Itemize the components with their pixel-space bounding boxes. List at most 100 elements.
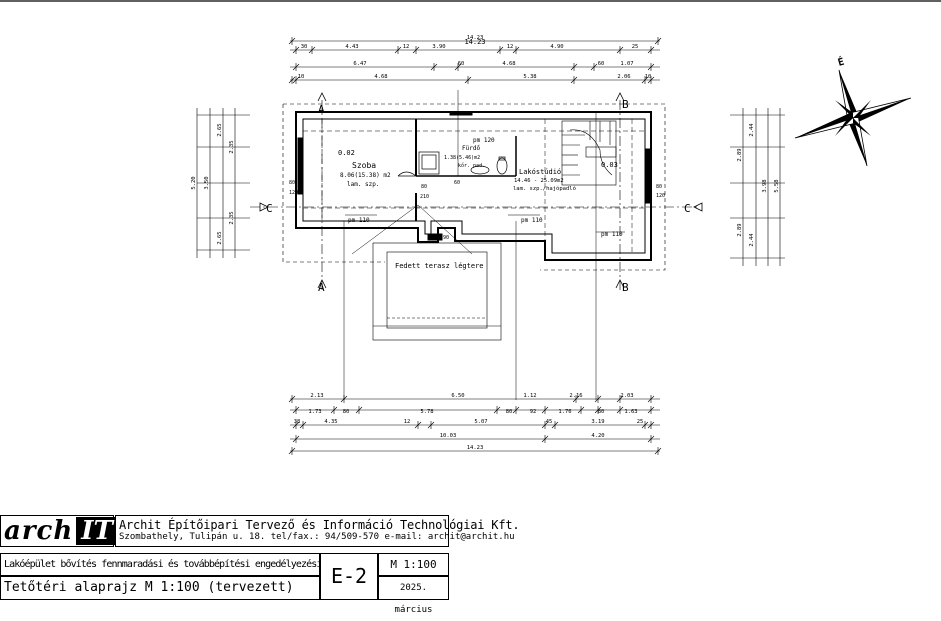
dim-left: 5.20 [191,176,197,189]
company-name: Archit Építőipari Tervező és Információ … [119,518,520,532]
dim-top-r1: 4.43 [345,44,358,50]
drawing-title: Tetőtéri alaprajz M 1:100 (tervezett) [0,576,320,600]
dim-bottom-r3: 3.19 [591,419,604,425]
dim-top-r1: 25 [632,44,639,50]
dim-bottom-r2: 80 [343,409,350,415]
room-name-furdo: Fürdő [462,145,480,152]
section-mark-b-top: B [622,98,629,111]
staircase [561,120,617,186]
dim-bottom-r3: 25 [637,419,644,425]
bathroom-fixtures [397,151,508,177]
dim-bottom-r2: 1.63 [624,409,637,415]
floor-plan: É 14.23 A A B B C C 0.02 0.03 Szoba 8.06… [0,0,941,455]
dim-right: 5.58 [774,179,780,192]
dim-top-r1: 3.90 [432,44,445,50]
room-area-szoba: 8.06(15.38) m2 [340,172,391,179]
dim-bottom-r1: 2.13 [310,393,323,399]
height-2: pm 110 [521,217,543,224]
opening-3: 80 [421,184,427,190]
room-num-1: 0.02 [338,149,355,157]
dim-bottom-r3: 38 [294,419,301,425]
dim-bottom-r3: 4.35 [324,419,337,425]
company-address: Szombathely, Tulipán u. 18. tel/fax.: 94… [119,532,515,542]
north-arrow: É [794,55,912,167]
dim-bottom-r2: 1.76 [558,409,571,415]
dim-top-r1: 12 [507,44,514,50]
opening-2: 80 [656,184,662,190]
room-floor-szoba: lam. szp. [347,181,380,188]
dim-top-r3: 10 [298,74,305,80]
room-num-2: 0.03 [601,161,618,169]
drawing-date: 2025. március [378,576,449,615]
dim-right: 2.44 [749,123,755,137]
dim-bottom-r2: 80 [506,409,513,415]
walls [295,111,652,261]
project-title: Lakóépület bővítés fennmaradási és továb… [0,553,320,576]
dim-left: 2.35 [229,211,235,224]
opening-9: 60 [454,180,460,186]
opening-5: 120 [656,193,665,199]
dim-top-total: 14.23 [464,38,485,46]
dim-bottom-total: 14.23 [467,445,484,451]
left-dimensions [196,108,250,258]
room-name-szoba: Szoba [352,161,376,170]
dim-right: 2.89 [737,148,743,161]
opening-8: 90 [443,235,449,241]
dim-bottom-r1: 2.16 [569,393,582,399]
dim-bottom-r1: 2.03 [620,393,633,399]
room-area-lakostudio: 14.46 - 25.09m2 [514,178,564,184]
dim-top-r1: 30 [301,44,308,50]
dim-bottom-r3: 12 [404,419,411,425]
opening-6: 120 [289,190,298,196]
top-dimensions [288,37,662,84]
dim-top-r3: 10 [645,74,652,80]
dim-bottom-r1: 1.12 [523,393,536,399]
dim-bottom-r2: 5.78 [420,409,433,415]
dim-top-r1: 4.90 [550,44,563,50]
dim-right: 2.89 [737,223,743,236]
opening-4: 80 [435,235,441,241]
section-mark-b-bottom: B [622,281,629,294]
dim-top-r1: 12 [403,44,410,50]
right-dimensions [730,108,785,266]
dim-top-r3: 2.06 [617,74,630,80]
dim-top-total-label: 14.23 [467,35,484,41]
room-name-lakostudio: Lakóstúdió [519,168,561,176]
logo-text: arch [4,516,74,546]
dim-top-r2: 60 [598,61,605,67]
dim-bottom-r1: 6.50 [451,393,464,399]
dim-bottom-r4: 4.20 [591,433,604,439]
height-4: pm 120 [473,137,495,144]
dim-right: 2.44 [749,233,755,247]
dim-left: 2.65 [217,231,223,244]
leader-lines [343,90,625,400]
section-markers [259,92,703,289]
opening-7: 210 [420,194,429,200]
dim-left: 3.50 [204,176,210,189]
height-3: pm 110 [601,231,623,238]
dim-left: 2.65 [217,123,223,136]
bottom-dimensions [288,395,662,455]
room-name-terasz: Fedett terasz légtere [395,262,484,270]
opening-1: 80 [289,180,295,186]
section-mark-c-left: C [266,202,273,215]
dim-left: 2.35 [229,140,235,153]
logo-badge: IT [76,517,118,545]
dim-top-r2: 1.07 [620,61,633,67]
dim-bottom-r2: 80 [598,409,605,415]
dim-bottom-r2: 92 [530,409,537,415]
room-area-furdo: 1.38(5.46)m2 [444,155,480,161]
dim-right: 3.98 [762,179,768,192]
plan-text: 14.23 A A B B C C 0.02 0.03 Szoba 8.06(1… [266,38,691,294]
drawing-sheet: É 14.23 A A B B C C 0.02 0.03 Szoba 8.06… [0,0,941,455]
section-mark-c-right: C [684,202,691,215]
dim-top-r3: 4.68 [374,74,387,80]
drawing-scale: M 1:100 [378,553,449,576]
roof-outline [282,103,666,271]
section-lines [250,100,700,290]
dim-bottom-r3: 5.07 [474,419,487,425]
covered-terrace [372,242,502,341]
room-floor-lakostudio: lam. szp./hajópadló [513,185,576,192]
